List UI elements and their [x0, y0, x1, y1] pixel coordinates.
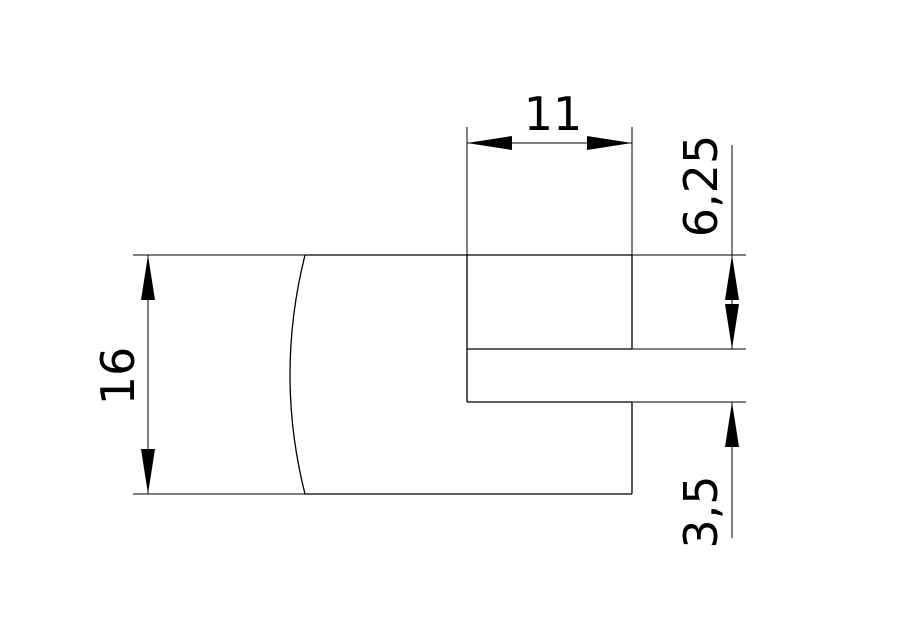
arrowhead — [725, 255, 739, 300]
arrowhead — [467, 136, 512, 150]
dimension-height: 16 — [91, 254, 305, 495]
break-line — [289, 254, 306, 495]
arrowhead — [141, 255, 155, 300]
arrowhead — [725, 304, 739, 349]
dimension-right: 6,25 3,5 — [632, 135, 746, 549]
dimension-label-slot-height: 3,5 — [674, 475, 728, 548]
arrowhead — [587, 136, 632, 150]
arrowhead — [141, 449, 155, 494]
dimension-label-width: 11 — [524, 87, 583, 141]
dimension-label-top-offset: 6,25 — [674, 135, 728, 237]
part-outline — [289, 254, 633, 495]
arrowhead — [725, 402, 739, 447]
dimension-label-height: 16 — [91, 347, 145, 406]
dimension-width: 11 — [466, 87, 633, 255]
